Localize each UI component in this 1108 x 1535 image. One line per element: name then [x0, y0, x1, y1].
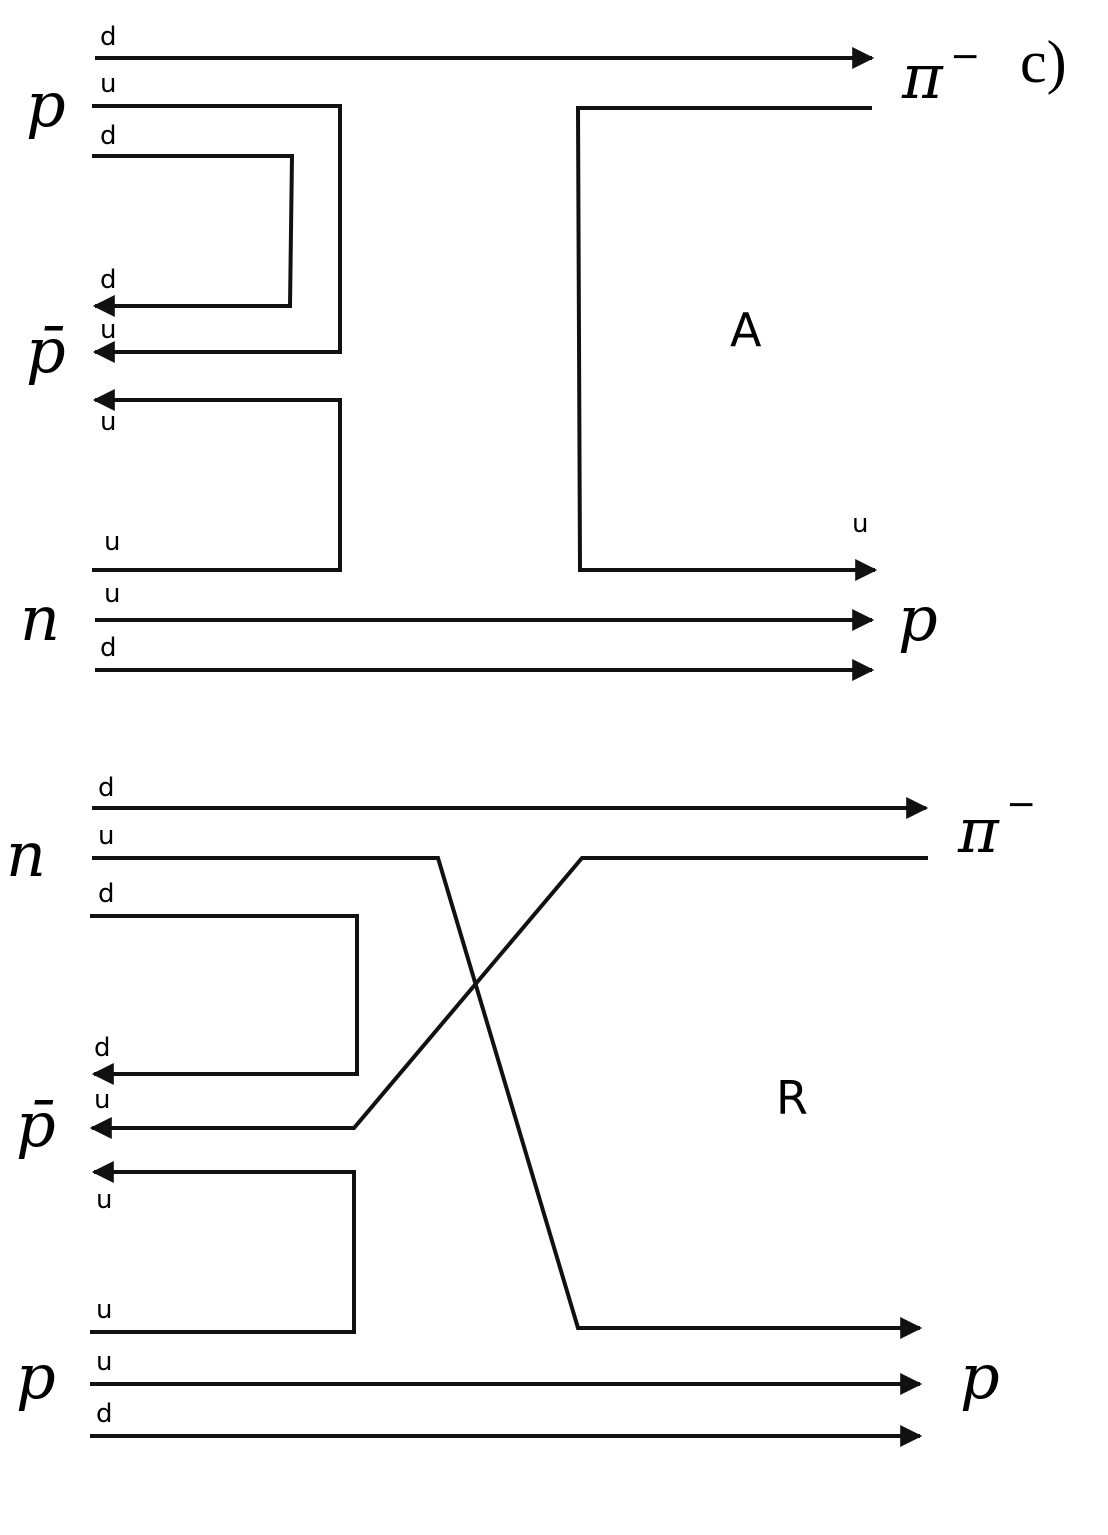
quark-label: u [104, 579, 120, 609]
region-label-r: R [776, 1071, 808, 1125]
pion-charge: − [1006, 784, 1036, 825]
bottom-diagram: d u d d u u u u d n p̄ p π − p R [6, 773, 1036, 1447]
quark-label: u [96, 1347, 112, 1377]
quark-label: d [100, 265, 117, 295]
quark-label: u [100, 69, 116, 99]
quark-label: d [98, 773, 115, 803]
top-ubar-annihilation-line [92, 389, 342, 572]
quark-label: d [98, 879, 115, 909]
quark-label: d [100, 121, 117, 151]
quark-label: u [104, 527, 120, 557]
bottom-d-quark-annihilation-line [90, 914, 359, 1085]
particle-label-pion: π [901, 40, 944, 113]
pion-charge: − [950, 36, 980, 77]
quark-label: u [100, 407, 116, 437]
quark-label: u [96, 1185, 112, 1215]
region-label-a: A [730, 303, 762, 357]
particle-label-proton: p [16, 1340, 56, 1413]
particle-label-antiproton: p̄ [16, 1088, 56, 1161]
bottom-u-quark-to-proton-line [92, 856, 923, 1339]
particle-label-antiproton: p̄ [26, 314, 66, 387]
quark-label: u [100, 315, 116, 345]
quark-label: d [96, 1399, 113, 1429]
panel-label: c) [1020, 29, 1067, 95]
particle-label-neutron: n [20, 582, 60, 655]
quark-label: u [94, 1085, 110, 1115]
particle-label-neutron: n [6, 818, 46, 891]
quark-label: d [100, 633, 117, 663]
top-diagram: d u d d u u u u d u p p̄ n π − p A [20, 22, 980, 681]
quark-label: u [852, 509, 868, 539]
top-created-pair-line [575, 106, 878, 581]
particle-label-proton-out: p [960, 1340, 1000, 1413]
quark-label: d [94, 1033, 111, 1063]
particle-label-proton: p [26, 68, 66, 141]
quark-label: d [100, 22, 117, 52]
top-d-quark-annihilation-line [92, 154, 295, 317]
top-u-quark-annihilation-line [92, 104, 342, 363]
bottom-created-ubar-line [89, 856, 928, 1139]
particle-label-proton-out: p [898, 582, 938, 655]
quark-label: u [96, 1295, 112, 1325]
quark-label: u [98, 821, 114, 851]
bottom-ubar-annihilation-line [90, 1161, 356, 1334]
particle-label-pion: π [957, 794, 1000, 867]
